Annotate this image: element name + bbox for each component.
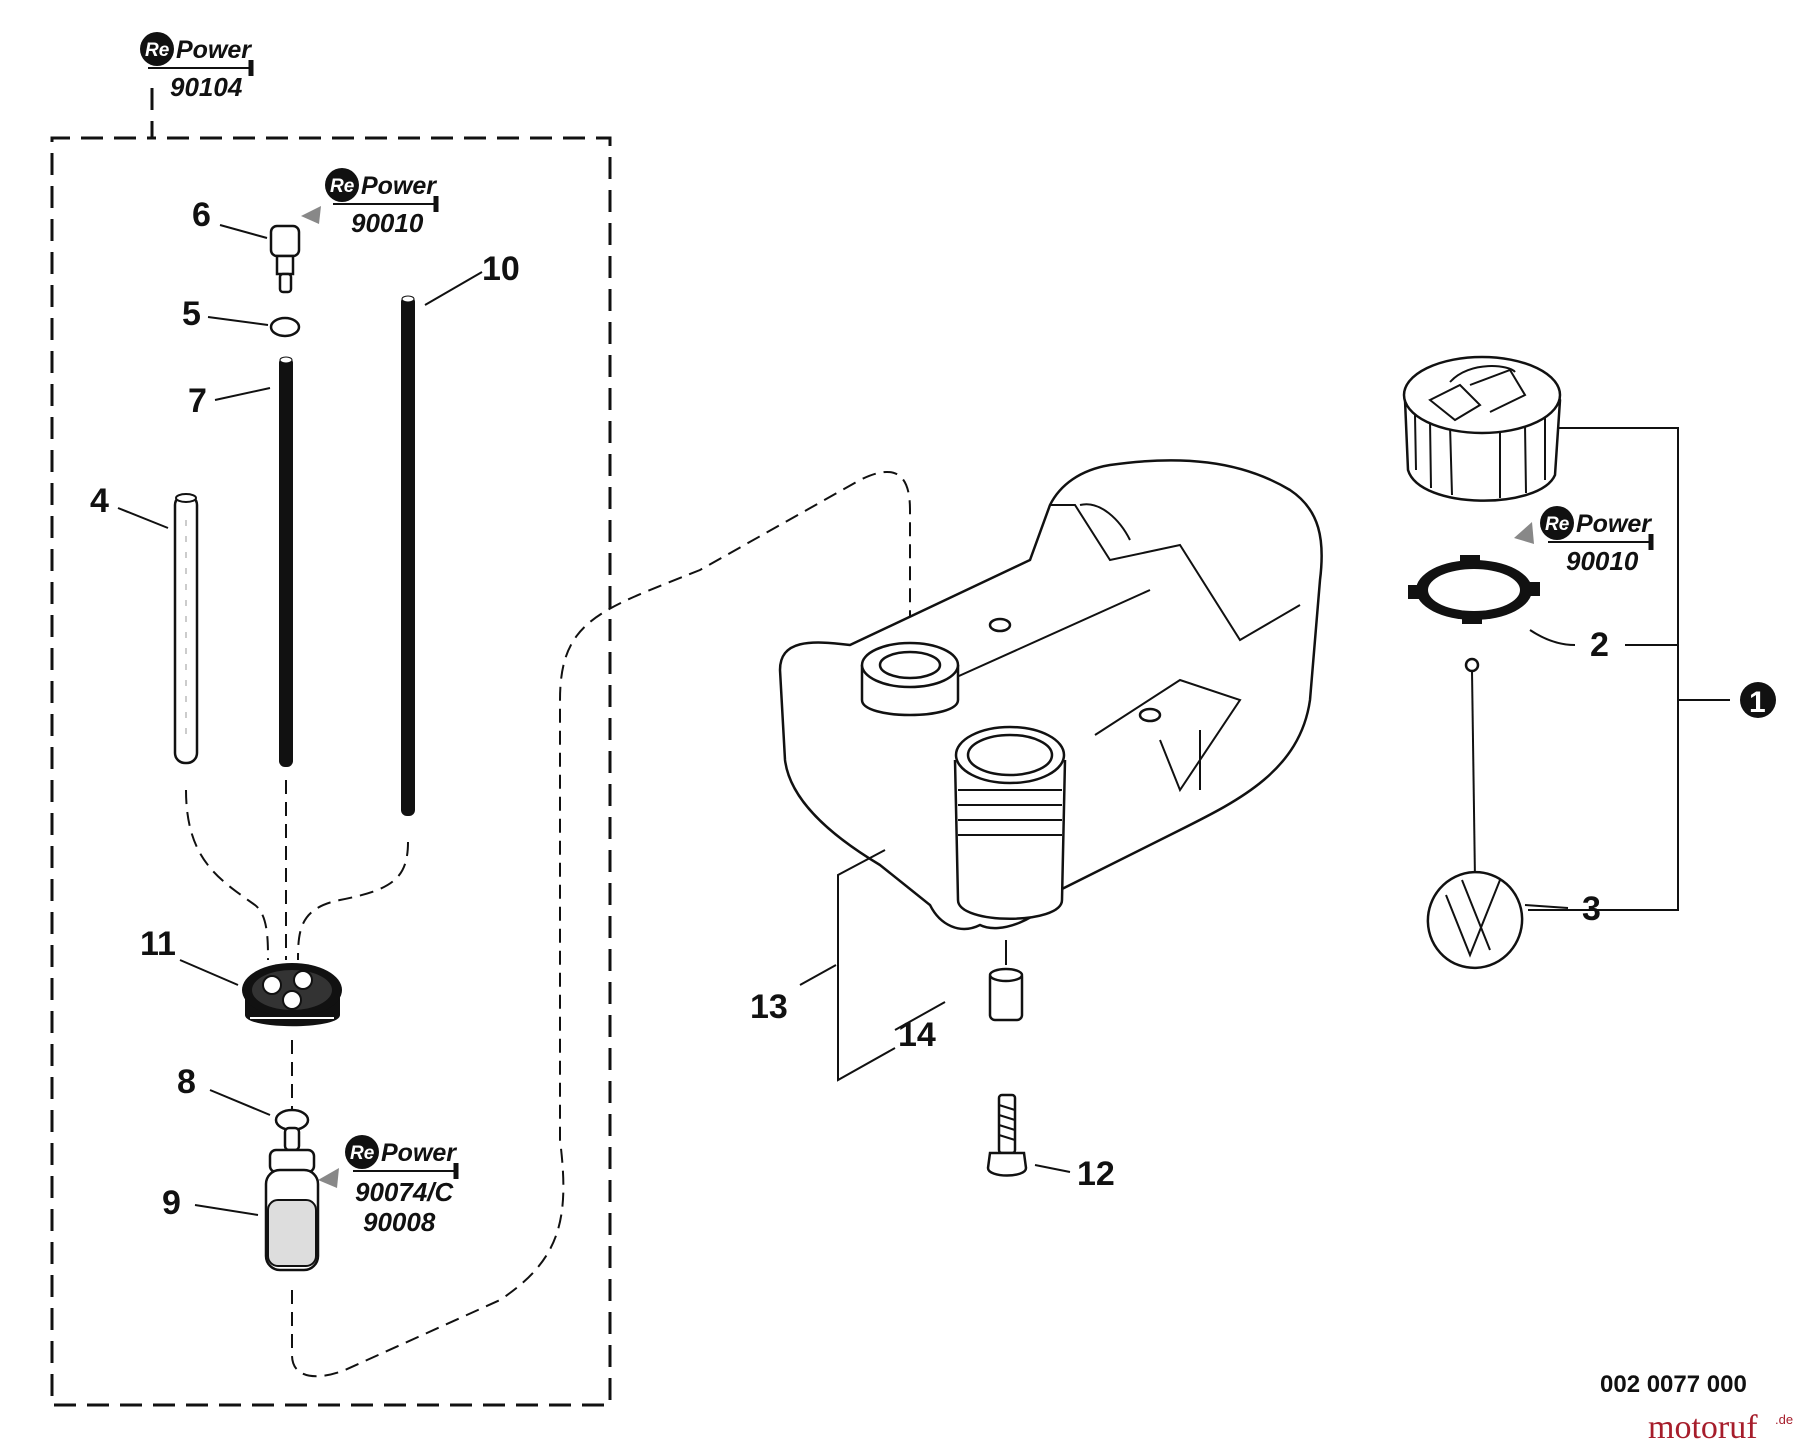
callout-4: 4	[90, 482, 109, 520]
svg-text:90074/C: 90074/C	[355, 1177, 455, 1207]
part-4-clear-tube	[173, 493, 199, 765]
callout-12: 12	[1077, 1155, 1115, 1193]
callout-5: 5	[182, 295, 201, 333]
callout-3: 3	[1582, 890, 1601, 928]
callout-7: 7	[188, 382, 207, 420]
part-fuel-cap	[1402, 355, 1562, 502]
dashed-route-hose-10	[297, 841, 409, 961]
part-10-fuel-hose	[401, 295, 415, 816]
part-11-grommet	[242, 963, 342, 1027]
leader-line-8	[209, 1089, 271, 1116]
svg-text:90010: 90010	[351, 208, 424, 238]
kit-boundary-box	[50, 88, 612, 1407]
leader-line-3	[1524, 904, 1569, 909]
svg-text:Re: Re	[145, 40, 170, 61]
svg-text:90104: 90104	[170, 72, 243, 102]
leader-line-10	[424, 271, 483, 306]
callout-14: 14	[898, 1016, 936, 1054]
svg-text:.de: .de	[1775, 1412, 1793, 1427]
part-2-gasket	[1408, 555, 1540, 624]
svg-text:Power: Power	[176, 36, 252, 64]
repower-badge-90010-b: Re Power 90010	[1540, 506, 1654, 576]
svg-text:Re: Re	[1545, 514, 1570, 535]
leader-line-14	[894, 1001, 946, 1031]
svg-text:Re: Re	[350, 1143, 375, 1164]
part-9-fuel-filter	[264, 1126, 320, 1272]
part-12-screw	[986, 1093, 1028, 1177]
pointer-arrow-icon	[1514, 522, 1534, 544]
part-3-strainer	[1426, 657, 1524, 970]
dashed-route-fuel-line	[291, 470, 911, 1378]
motoruf-watermark: motoruf .de	[1648, 1409, 1793, 1444]
pointer-arrow-icon	[301, 206, 321, 224]
leader-line-2a	[1529, 629, 1576, 646]
callout-11: 11	[140, 925, 176, 963]
callout-8: 8	[177, 1063, 196, 1101]
callout-1: 1	[1740, 682, 1776, 719]
part-6-fitting	[269, 224, 301, 294]
repower-badge-90010-a: Re Power 90010	[325, 168, 439, 238]
group-bracket-part-1	[1528, 427, 1679, 911]
drawing-number: 002 0077 000	[1600, 1371, 1747, 1398]
callout-10: 10	[482, 250, 520, 288]
dashed-route-tube-4	[185, 789, 269, 961]
pointer-arrow-icon	[318, 1168, 339, 1188]
callout-2: 2	[1590, 626, 1609, 664]
group-bracket-part-13	[837, 849, 896, 1082]
svg-text:motoruf: motoruf	[1648, 1409, 1758, 1444]
callout-6: 6	[192, 196, 211, 234]
svg-text:90008: 90008	[363, 1207, 436, 1237]
svg-text:90010: 90010	[1566, 546, 1639, 576]
callout-9: 9	[162, 1184, 181, 1222]
leader-line-6	[219, 224, 268, 239]
part-5-ring	[269, 316, 301, 338]
leader-line-13	[799, 964, 837, 986]
part-14-bushing	[988, 940, 1024, 1022]
repower-badge-90074c-90008: Re Power 90074/C 90008	[345, 1135, 459, 1237]
leader-line-4	[117, 507, 169, 529]
leader-line-5	[207, 316, 269, 326]
svg-text:Re: Re	[330, 176, 355, 197]
svg-text:Power: Power	[381, 1139, 457, 1167]
leader-line-9	[194, 1204, 259, 1216]
leader-line-11	[179, 959, 239, 986]
svg-text:1: 1	[1749, 686, 1766, 719]
svg-text:Power: Power	[1576, 510, 1652, 538]
callout-13: 13	[750, 988, 788, 1026]
leader-line-7	[214, 387, 271, 401]
part-7-fuel-hose	[279, 356, 293, 767]
svg-text:Power: Power	[361, 172, 437, 200]
leader-line-12	[1034, 1164, 1071, 1173]
part-13-fuel-tank	[778, 459, 1323, 931]
repower-badge-90104: Re Power 90104	[140, 32, 254, 102]
